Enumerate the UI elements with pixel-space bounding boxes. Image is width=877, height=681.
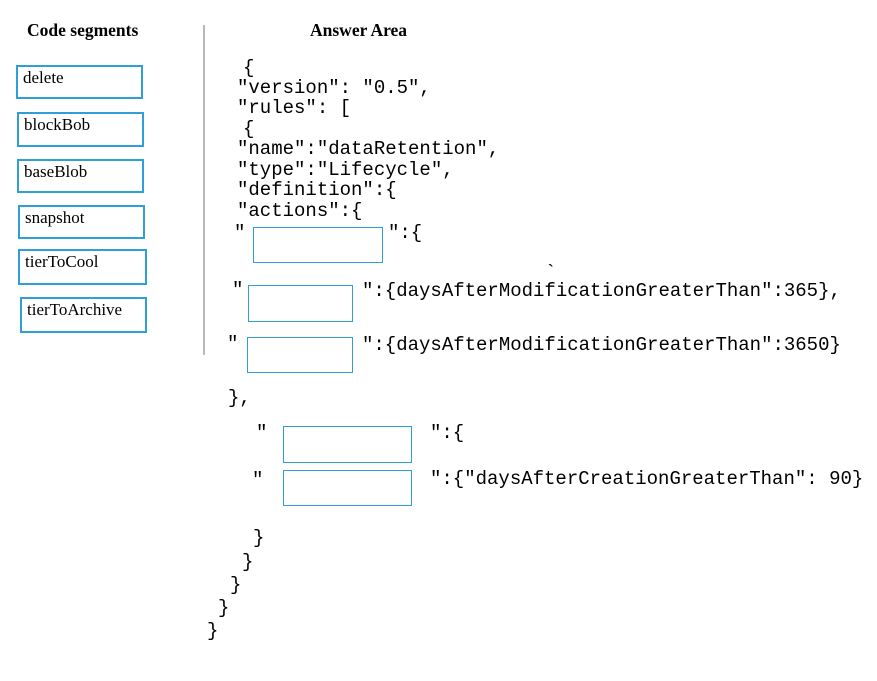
drop-row-suffix: ":{daysAfterModificationGreaterThan":365…: [362, 334, 841, 356]
segment-tiertocool[interactable]: tierToCool: [18, 249, 147, 285]
code-line: "version": "0.5",: [237, 77, 431, 99]
code-line: }: [207, 620, 219, 642]
drop-row-prefix: ": [234, 222, 246, 244]
drop-row-prefix: ": [232, 279, 244, 301]
code-line: "rules": [: [237, 97, 352, 119]
segment-blockbob[interactable]: blockBob: [17, 112, 144, 147]
code-line: {: [243, 57, 255, 79]
drop-target-3[interactable]: [247, 337, 353, 373]
code-segments-title: Code segments: [27, 20, 139, 40]
code-line: "actions":{: [237, 200, 363, 222]
drop-target-2[interactable]: [248, 285, 353, 322]
drop-row-prefix: ": [256, 422, 268, 444]
segment-tiertoarchive[interactable]: tierToArchive: [20, 297, 147, 333]
code-line: }: [242, 551, 254, 573]
drop-row-prefix: ": [252, 469, 264, 491]
code-line: }: [218, 597, 230, 619]
code-line: "name":"dataRetention",: [237, 138, 500, 160]
drop-row-suffix: ":{: [430, 422, 465, 444]
drop-target-5[interactable]: [283, 470, 412, 506]
drop-target-4[interactable]: [283, 426, 412, 463]
answer-area-title: Answer Area: [310, 20, 408, 40]
code-line: {: [243, 118, 255, 140]
drop-row-prefix: ": [227, 333, 239, 355]
segment-delete[interactable]: delete: [16, 65, 143, 99]
code-line: }: [230, 574, 242, 596]
drop-row-suffix: ":{"daysAfterCreationGreaterThan": 90}: [430, 468, 864, 490]
code-line: "type":"Lifecycle",: [237, 159, 454, 181]
code-line: },: [228, 387, 251, 409]
stray-backtick: `: [545, 262, 557, 284]
code-line: "definition":{: [237, 179, 397, 201]
code-line: }: [253, 527, 265, 549]
drop-row-suffix: ":{daysAfterModificationGreaterThan":365…: [362, 280, 841, 302]
segment-snapshot[interactable]: snapshot: [18, 205, 145, 239]
panel-divider: [203, 25, 205, 355]
drop-target-1[interactable]: [253, 227, 383, 263]
segment-baseblob[interactable]: baseBlob: [17, 159, 144, 193]
drop-row-suffix: ":{: [388, 222, 423, 244]
